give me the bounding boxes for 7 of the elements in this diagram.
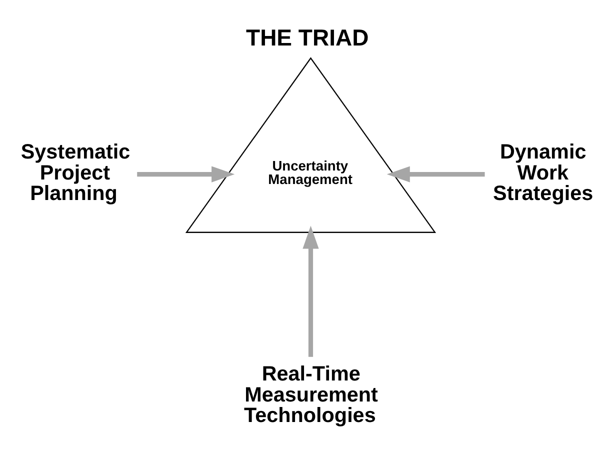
arrow <box>302 225 319 356</box>
arrow <box>386 166 485 182</box>
node-text: Systematic Project Planning <box>20 140 130 205</box>
node-text: Dynamic Work Strategies <box>493 140 594 205</box>
diagram-title: THE TRIAD <box>246 24 369 50</box>
arrow <box>137 166 235 182</box>
node-text: Real-Time Measurement Technologies <box>244 362 378 427</box>
